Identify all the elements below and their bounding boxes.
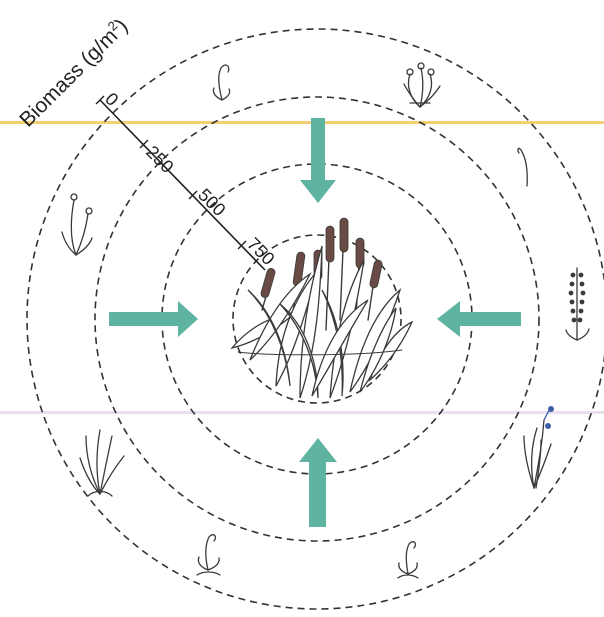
arrow-left: [109, 301, 198, 337]
rosette-fern-icon: [404, 63, 440, 107]
axis-tick-250: [140, 140, 148, 148]
tick-label-0: 0: [101, 89, 122, 110]
daisy-tuft-icon: [62, 194, 92, 255]
fern-curl-bottom-right-icon: [398, 542, 418, 578]
fern-curl-top-icon: [213, 65, 229, 100]
biomass-axis: Biomass (g/m2) 0 250 500 750: [14, 13, 279, 270]
tick-label-250: 250: [142, 142, 177, 177]
axis-title: Biomass (g/m2): [14, 13, 133, 132]
arrow-right: [437, 301, 521, 337]
tick-label-750: 750: [243, 234, 278, 269]
grass-tuft-icon: [80, 430, 124, 496]
arrow-top: [300, 118, 336, 203]
fern-curl-bottom-icon: [197, 535, 220, 575]
iris-icon: [524, 406, 554, 488]
arrow-bottom: [299, 438, 337, 527]
wilted-stem-icon: [518, 148, 527, 186]
lavender-spike-icon: [566, 268, 589, 340]
tick-label-500: 500: [194, 185, 229, 220]
